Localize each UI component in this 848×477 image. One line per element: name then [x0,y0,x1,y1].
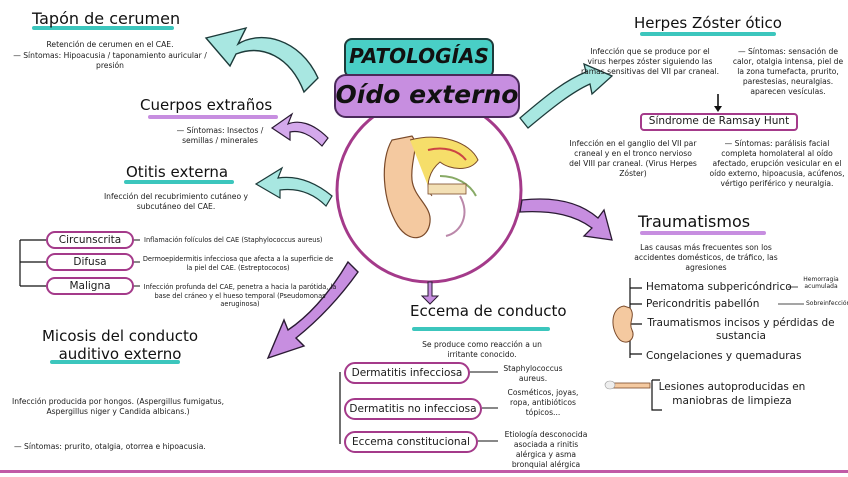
cotton-swab-icon [604,380,651,390]
otitis-type-maligna: Maligna [46,277,134,295]
otitis-type-label: Circunscrita [58,234,122,246]
arrow-to-tapon [204,26,319,94]
cuerpos-text: — Síntomas: Insectos / semillas / minera… [176,126,264,145]
arrow-to-micosis [266,260,359,360]
page-subtitle: Oído externo [335,80,519,109]
trauma-item: Pericondritis pabellón [646,298,760,310]
micosis-title-line-1: Micosis del conducto [41,327,199,345]
trauma-intro: Las causas más frecuentes son los accide… [634,243,778,272]
otitis-type-difusa: Difusa [46,253,134,271]
trauma-item: Traumatismos incisos y pérdidas de susta… [647,317,835,342]
ramsay-title: Síndrome de Ramsay Hunt [648,115,790,127]
arrow-to-herpes [519,62,614,129]
eccema-type-label: Dermatitis no infecciosa [349,403,477,415]
otitis-text: Infección del recubrimiento cutáneo y su… [103,192,249,211]
title-badge [344,38,494,78]
herpes-title: Herpes Zóster ótico [634,14,782,32]
otitis-type-desc: Dermoepidermitis infecciosa que afecta a… [142,255,334,272]
otitis-type-label: Maligna [69,280,111,292]
micosis-text-1: Infección producida por hongos. (Aspergi… [11,397,225,416]
cuerpos-title: Cuerpos extraños [140,96,273,114]
ramsay-left-text: Infección en el ganglio del VII par cran… [569,139,697,178]
trauma-item: Hematoma subpericóndrico [646,281,792,293]
tapon-text-2: — Síntomas: Hipoacusia / taponamiento au… [13,51,207,70]
trauma-title: Traumatismos [638,212,751,231]
arrow-to-traumatismos [519,198,613,241]
otitis-type-label: Difusa [73,256,107,268]
page-title: PATOLOGÍAS [349,44,489,68]
eccema-type-desc: Etiología desconocida asociada a rinitis… [504,430,588,469]
trauma-note-peric: Sobreinfección [806,300,848,307]
trauma-note-hematoma: Hemorragia acumulada [803,276,839,291]
otitis-type-desc: Inflamación folículos del CAE (Staphyloc… [144,236,323,244]
eccema-type-label: Eccema constitucional [352,436,470,448]
tapon-text-1: Retención de cerumen en el CAE. [46,40,174,49]
eccema-title: Eccema de conducto [410,302,567,320]
small-ear-icon [612,305,634,343]
eccema-type-dermatitis-no-infecciosa: Dermatitis no infecciosa [344,398,482,420]
trauma-lesiones: Lesiones autoproducidas en maniobras de … [658,381,806,407]
eccema-intro: Se produce como reacción a un irritante … [422,340,542,359]
ramsay-right-text: — Síntomas: parálisis facial completa ho… [709,139,845,188]
arrow-to-eccema [420,281,440,305]
eccema-type-label: Dermatitis infecciosa [351,367,463,379]
otitis-bracket [19,239,46,287]
subtitle-badge [334,74,520,118]
otitis-title: Otitis externa [126,163,229,181]
tapon-title: Tapón de cerumen [32,9,181,28]
arrow-to-otitis [254,166,333,207]
herpes-left-text: Infección que se produce por el virus he… [580,47,720,76]
eccema-type-eccema-constitucional: Eccema constitucional [344,431,478,453]
bottom-divider [0,470,848,473]
micosis-title-line-2: auditivo externo [58,345,182,363]
arrow-to-cuerpos [270,112,329,147]
trauma-item: Congelaciones y quemaduras [646,350,802,362]
otitis-type-circunscrita: Circunscrita [46,231,134,249]
eccema-type-desc: Cosméticos, joyas, ropa, antibióticos tó… [507,388,579,417]
eccema-type-dermatitis-infecciosa: Dermatitis infecciosa [344,362,470,384]
otitis-type-desc: Infección profunda del CAE, penetra a ha… [143,283,337,309]
micosis-text-2: — Síntomas: prurito, otalgia, otorrea e … [14,442,206,451]
eccema-type-desc: Staphylococcus aureus. [503,364,563,383]
ear-anatomy-illustration [383,135,479,239]
herpes-right-text: — Síntomas: sensación de calor, otalgia … [732,47,844,96]
ramsay-box [640,113,798,131]
